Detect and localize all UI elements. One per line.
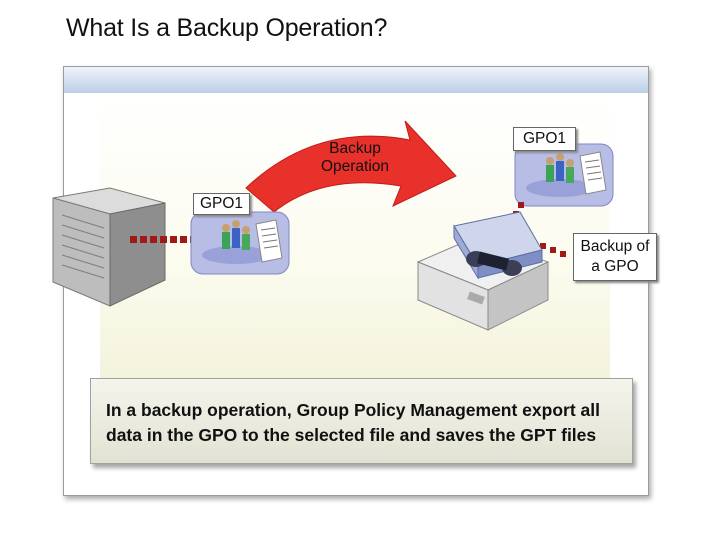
panel-header <box>64 67 648 93</box>
gpo-source-label: GPO1 <box>193 193 250 215</box>
backup-label: Backup of a GPO <box>573 233 657 281</box>
tape-drive-icon <box>416 211 550 331</box>
arrow-label: Backup Operation <box>320 140 390 175</box>
gpo-icon <box>514 143 614 207</box>
gpo-backup-label: GPO1 <box>513 127 576 151</box>
connector-server-gpo <box>130 236 197 243</box>
gpo-icon <box>190 211 290 275</box>
info-text: In a backup operation, Group Policy Mana… <box>106 400 600 445</box>
curved-arrow-icon <box>245 120 457 213</box>
page-title: What Is a Backup Operation? <box>66 14 388 42</box>
info-box <box>90 378 633 464</box>
connector-tape-label <box>540 243 566 257</box>
server-icon <box>52 187 166 307</box>
